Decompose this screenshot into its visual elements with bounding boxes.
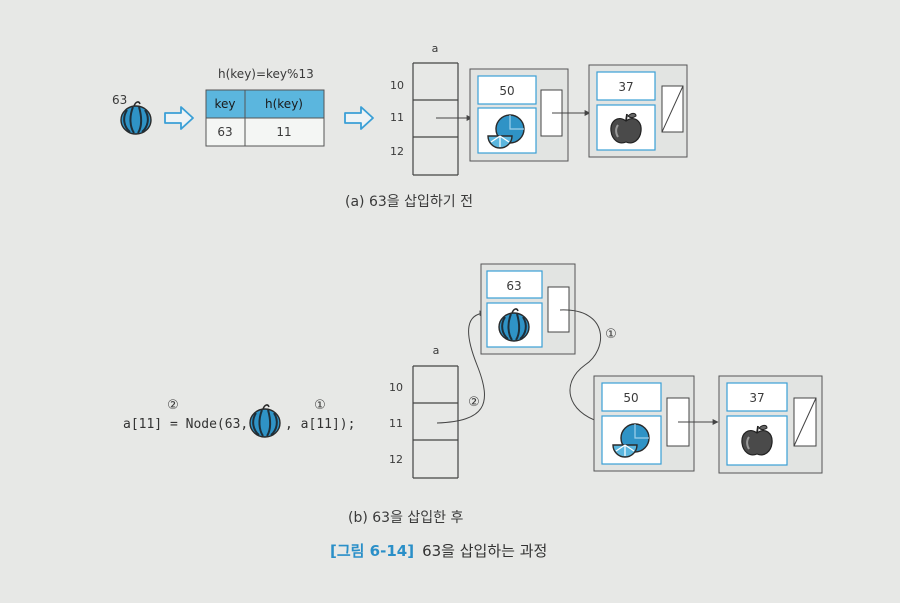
table-cell-key: 63 [217, 125, 232, 139]
figure-number: [그림 6-14] [330, 542, 415, 560]
array-label: a [432, 42, 439, 55]
node-key: 63 [506, 279, 521, 293]
pointer-curve-2 [436, 310, 486, 424]
hollow-arrow-icon [164, 106, 194, 130]
array-index: 11 [390, 111, 404, 124]
code-suffix: , a[11]); [285, 417, 355, 432]
marker-2: ② [167, 398, 179, 413]
array-a: a 10 11 12 [390, 42, 459, 176]
marker-1: ① [314, 398, 326, 413]
hollow-arrow-icon [344, 106, 374, 130]
input-key-label: 63 [112, 93, 127, 107]
node-key: 37 [618, 80, 633, 94]
part-b: a[11] = Node(63, , a[11]); ② ① a 10 11 1… [123, 263, 823, 479]
node-50: 50 [469, 68, 569, 162]
part-a: 63 h(key)=key%13 key h(key) 63 11 a 10 1… [112, 42, 688, 176]
code-prefix: a[11] = Node(63, [123, 417, 248, 432]
pointer-curve-1 [559, 309, 601, 424]
hash-formula: h(key)=key%13 [218, 67, 314, 81]
node-key: 37 [749, 391, 764, 405]
marker-2: ② [468, 395, 480, 410]
caption-a: (a) 63을 삽입하기 전 [345, 194, 473, 210]
marker-1: ① [605, 327, 617, 342]
array-index: 12 [389, 453, 403, 466]
node-key: 50 [623, 391, 638, 405]
node-key: 50 [499, 84, 514, 98]
null-pointer [793, 397, 817, 447]
figure-title: 63을 삽입하는 과정 [422, 542, 548, 560]
hash-table: key h(key) 63 11 [205, 89, 325, 147]
watermelon-icon [249, 403, 281, 438]
figure-caption: [그림 6-14] 63을 삽입하는 과정 [330, 540, 547, 561]
caption-b: (b) 63을 삽입한 후 [348, 510, 464, 526]
node-37: 37 [718, 375, 823, 474]
array-index: 10 [389, 381, 403, 394]
table-header-key: key [214, 97, 235, 111]
array-index: 12 [390, 145, 404, 158]
null-pointer [661, 85, 684, 133]
array-a: a 10 11 12 [389, 344, 459, 479]
table-cell-hkey: 11 [276, 125, 291, 139]
array-index: 11 [389, 417, 403, 430]
node-50: 50 [593, 375, 695, 472]
node-37: 37 [588, 64, 688, 158]
array-label: a [433, 344, 440, 357]
array-index: 10 [390, 79, 404, 92]
node-63: 63 [480, 263, 576, 355]
table-header-hkey: h(key) [265, 97, 303, 111]
